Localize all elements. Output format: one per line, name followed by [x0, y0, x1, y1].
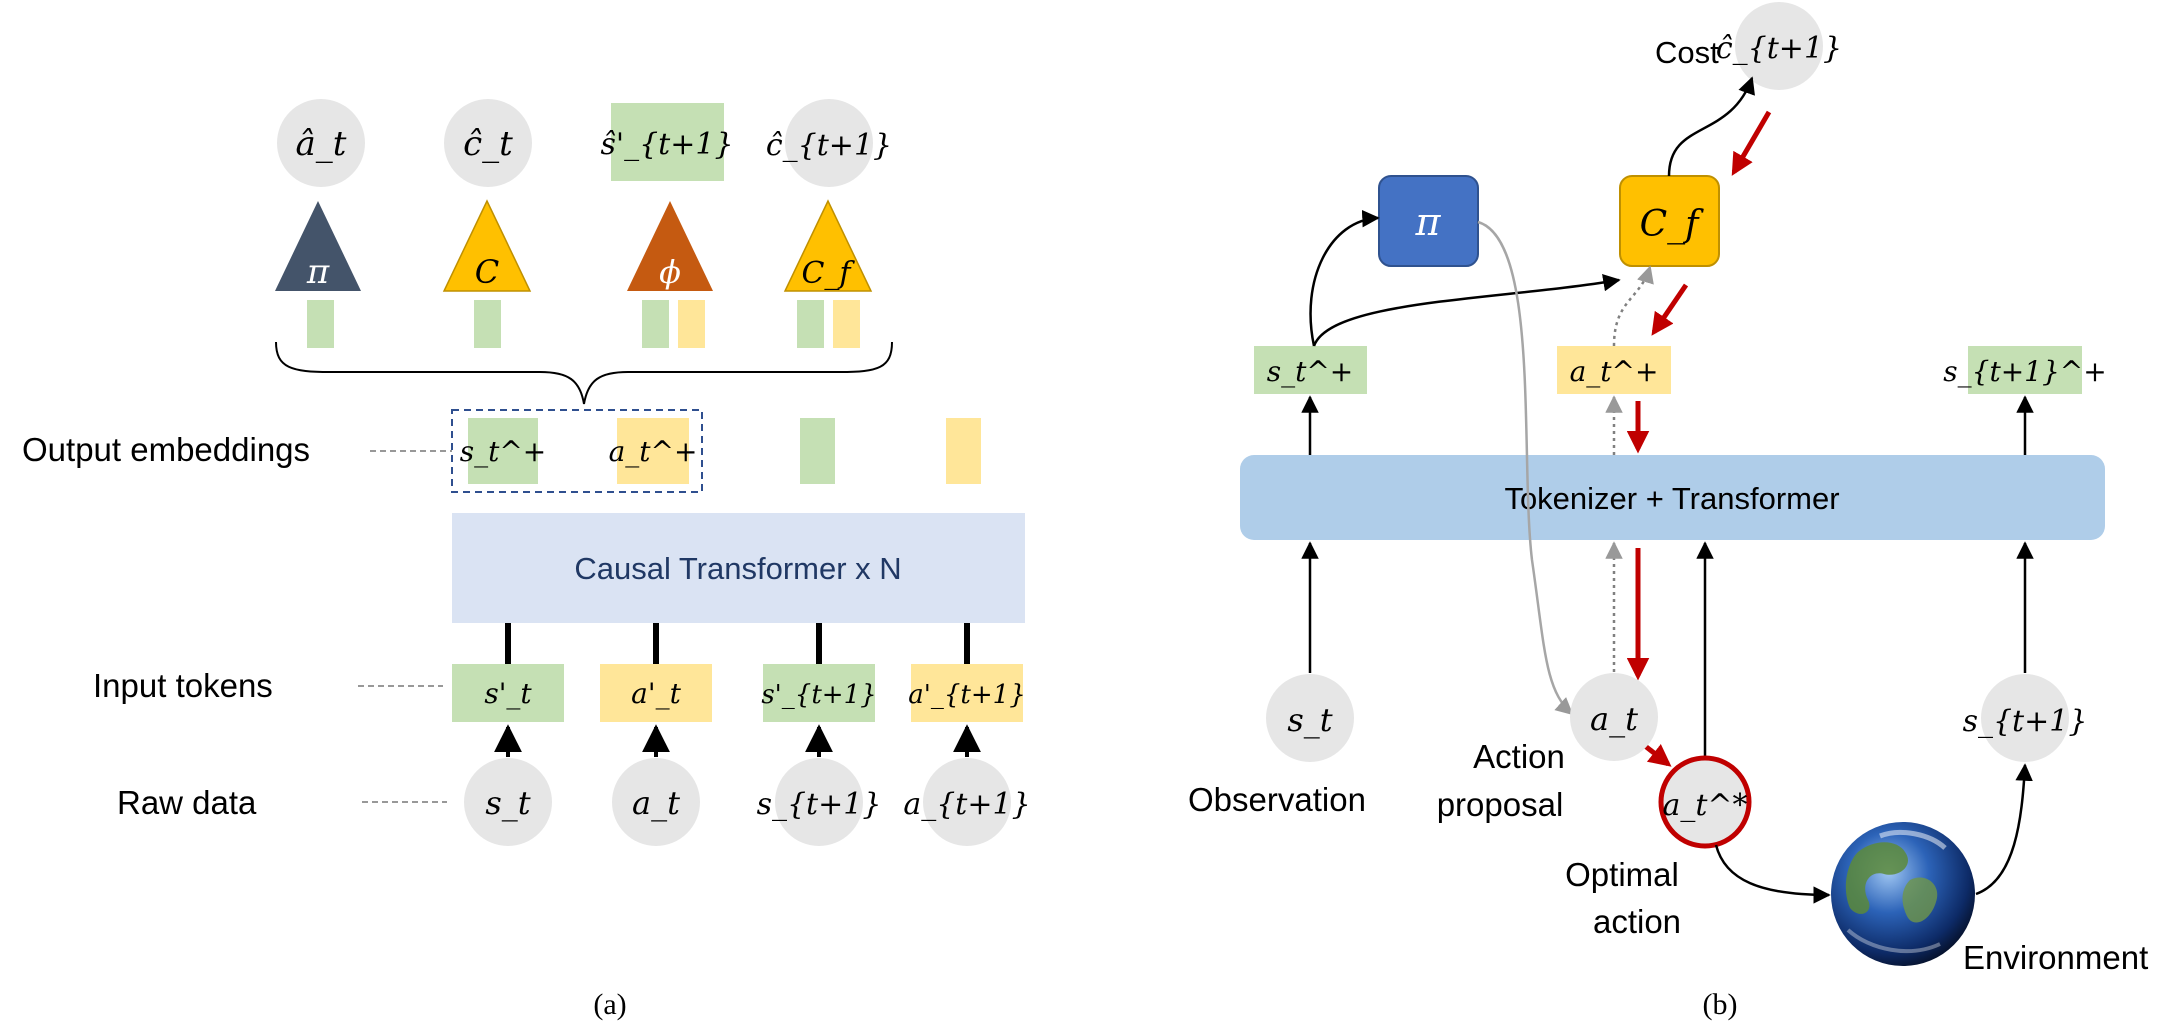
head-bar-state — [474, 300, 501, 348]
output-embedding-action — [617, 418, 689, 484]
cost-node-label: ĉ_{t+1} — [1716, 31, 1842, 66]
future-cost-box-label: C_f — [1640, 204, 1705, 245]
raw-node-state-label: s_t — [485, 784, 530, 822]
next-state-node — [1981, 674, 2069, 762]
earth-icon — [1831, 822, 1975, 966]
action-to-future-cost-dotted-arrow — [1612, 265, 1654, 347]
action-proposal-node — [1570, 673, 1658, 761]
action-to-environment-arrow — [1714, 844, 1831, 904]
output-embedding-state-label: s_t^+ — [460, 435, 547, 468]
state-embedding — [1254, 346, 1367, 394]
input-token-state — [452, 664, 564, 722]
cost-head-label: C — [475, 253, 499, 291]
head-bar-state — [797, 300, 824, 348]
action-proposal-node-label: a_t — [1590, 700, 1638, 738]
policy-head-label: π — [306, 252, 330, 292]
head-bar-state — [307, 300, 334, 348]
tokenizer-transformer-block — [1240, 455, 2105, 540]
pred-node-cost — [444, 99, 532, 187]
pred-label-future-cost: ĉ_{t+1} — [766, 128, 892, 163]
future-cost-head-triangle — [783, 199, 873, 292]
caption-action-proposal-line2: proposal — [1437, 786, 1564, 823]
input-token-action-label: a'_t — [631, 677, 681, 710]
dynamics-head-triangle — [627, 201, 713, 291]
cost-label: Cost — [1655, 35, 1719, 70]
heads-row: π C ϕ C_f — [275, 199, 873, 292]
state-to-future-cost-arrow — [1312, 273, 1621, 347]
caption-observation: Observation — [1188, 781, 1366, 818]
head-bar-state — [642, 300, 669, 348]
caption-action-proposal-line1: Action — [1473, 738, 1565, 775]
pred-node-next-state — [611, 103, 724, 181]
policy-box-label: π — [1415, 200, 1442, 244]
head-bar-action — [833, 300, 860, 348]
state-to-policy-arrow — [1309, 209, 1380, 347]
next-state-node-label: s_{t+1} — [1963, 704, 2088, 739]
transformer-token-connectors — [505, 623, 970, 664]
raw-node-action — [612, 758, 700, 846]
caption-environment: Environment — [1963, 939, 2148, 976]
future-cost-head-label: C_f — [801, 256, 855, 291]
state-node — [1266, 674, 1354, 762]
input-token-next-action-label: a'_{t+1} — [908, 680, 1026, 710]
red-arrow — [1731, 110, 1772, 176]
caption-optimal-line2: action — [1593, 903, 1681, 940]
pred-label-action: â_t — [296, 124, 347, 164]
optimal-action-node — [1658, 755, 1752, 849]
raw-node-action-label: a_t — [632, 784, 680, 822]
caption-optimal-line1: Optimal — [1565, 856, 1679, 893]
raw-node-next-action — [923, 758, 1011, 846]
raw-to-token-arrows — [494, 724, 981, 757]
prediction-row: â_t ĉ_t ŝ'_{t+1} ĉ_{t+1} — [277, 99, 892, 187]
pred-node-action — [277, 99, 365, 187]
environment-to-next-state-arrow — [1975, 763, 2033, 896]
output-embedding-action-label: a_t^+ — [609, 435, 698, 468]
row-label-output-embeddings: Output embeddings — [22, 431, 310, 468]
next-state-embedding — [1968, 346, 2082, 394]
action-embedding-label: a_t^+ — [1570, 355, 1659, 388]
pred-label-next-state: ŝ'_{t+1} — [600, 127, 733, 162]
causal-transformer-label: Causal Transformer x N — [574, 551, 901, 586]
pred-node-future-cost — [785, 99, 873, 187]
gradient-arrows — [1626, 110, 1772, 767]
cost-head-triangle — [442, 199, 532, 292]
head-bar-action — [678, 300, 705, 348]
output-embedding-state — [468, 418, 538, 484]
cost-node — [1735, 2, 1823, 90]
output-embedding-next-action — [946, 418, 981, 484]
raw-node-next-state-label: s_{t+1} — [757, 787, 882, 822]
row-label-raw-data: Raw data — [117, 784, 257, 821]
tokenizer-transformer-label: Tokenizer + Transformer — [1504, 481, 1839, 516]
next-state-embedding-label: s_{t+1}^+ — [1943, 355, 2106, 388]
optimal-action-node-label: a_t^* — [1662, 788, 1747, 823]
caption-b: (b) — [1703, 988, 1738, 1021]
state-node-label: s_t — [1287, 701, 1332, 739]
input-token-next-state — [763, 664, 875, 722]
state-embedding-label: s_t^+ — [1267, 355, 1354, 388]
dynamics-head-label: ϕ — [659, 253, 681, 291]
action-embedding — [1557, 346, 1671, 394]
curly-brace — [275, 341, 893, 405]
output-embeddings-group-box — [451, 409, 703, 493]
policy-head-triangle — [275, 201, 361, 291]
input-token-next-action — [911, 664, 1023, 722]
policy-to-action-proposal-arrow — [1477, 220, 1574, 716]
caption-a: (a) — [593, 988, 626, 1021]
pred-label-cost: ĉ_t — [463, 124, 513, 164]
output-embedding-next-state — [800, 418, 835, 484]
panel-b: Cost ĉ_{t+1} π C_f s_t^+ a_t^+ s_{t+1}^+… — [1188, 2, 2148, 1021]
raw-node-next-action-label: a_{t+1} — [903, 787, 1030, 822]
panel-a: â_t ĉ_t ŝ'_{t+1} ĉ_{t+1} π C ϕ C_f — [22, 99, 1031, 1021]
causal-transformer-block — [452, 513, 1025, 623]
raw-node-next-state — [775, 758, 863, 846]
input-token-next-state-label: s'_{t+1} — [761, 680, 876, 710]
head-input-bars — [307, 300, 860, 348]
cost-output-arrow — [1667, 76, 1755, 177]
input-token-state-label: s'_t — [484, 677, 532, 710]
input-token-action — [600, 664, 712, 722]
raw-node-state — [464, 758, 552, 846]
red-arrow — [1651, 283, 1689, 336]
row-label-input-tokens: Input tokens — [93, 667, 273, 704]
